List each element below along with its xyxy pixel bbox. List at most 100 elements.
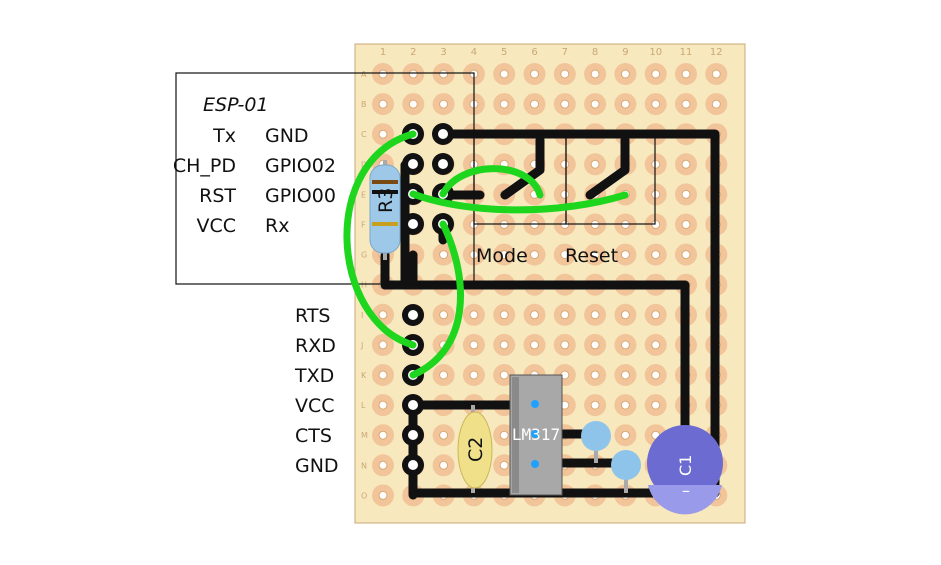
svg-text:C2: C2: [465, 437, 487, 462]
pad-hole: [378, 69, 388, 79]
column-label: 5: [501, 47, 507, 58]
pad-hole: [560, 250, 570, 260]
pad-hole: [651, 370, 661, 380]
pad-hole: [651, 99, 661, 109]
pad-hole: [439, 460, 449, 470]
esp-pin-rx: Rx: [265, 215, 289, 237]
pad-hole: [439, 310, 449, 320]
pad-hole: [378, 460, 388, 470]
regulator-lm317: LM317: [509, 374, 563, 496]
svg-text:–: –: [682, 481, 690, 500]
header-label-rxd: RXD: [295, 335, 336, 357]
column-label: 2: [410, 47, 416, 58]
pad-hole: [620, 310, 630, 320]
capacitor-c2: C2: [457, 405, 493, 493]
row-label: N: [361, 461, 367, 470]
pad-hole: [590, 159, 600, 169]
pad-hole: [711, 69, 721, 79]
pad-hole: [651, 310, 661, 320]
row-label: L: [361, 401, 366, 410]
pad-hole: [651, 340, 661, 350]
jumper-wires: [343, 130, 629, 379]
esp-pin-tx: Tx: [212, 125, 236, 147]
pad-hole: [378, 340, 388, 350]
pad-hole: [439, 99, 449, 109]
pad-hole: [499, 430, 509, 440]
pad-hole: [378, 490, 388, 500]
pad-hole: [651, 400, 661, 410]
row-label: F: [361, 221, 366, 230]
esp-pin-gpio00: GPIO00: [265, 185, 336, 207]
pad-hole: [499, 460, 509, 470]
pad-hole: [439, 250, 449, 260]
pad-hole: [681, 220, 691, 229]
svg-text:LM317: LM317: [512, 425, 560, 444]
pad-hole: [530, 69, 539, 79]
pad-hole: [499, 99, 509, 109]
row-label: O: [361, 491, 367, 500]
row-label: C: [361, 130, 367, 139]
pad-hole: [560, 99, 570, 109]
pad-hole: [590, 69, 600, 79]
row-label: E: [361, 190, 366, 199]
pad-hole: [530, 310, 539, 320]
pad-hole: [681, 250, 691, 260]
pad-hole: [681, 189, 691, 199]
pad-hole: [651, 250, 661, 260]
pad-hole: [378, 400, 388, 410]
row-label: M: [361, 431, 368, 440]
pad-hole: [378, 129, 388, 139]
pad-hole: [469, 340, 479, 350]
header-label-rts: RTS: [295, 305, 331, 327]
pad-hole: [378, 310, 388, 320]
pad-hole: [560, 69, 570, 79]
pad-hole: [590, 370, 600, 380]
pad-hole: [378, 99, 388, 109]
pad-hole: [590, 310, 600, 320]
pad-hole: [530, 340, 539, 350]
esp-pin-vcc: VCC: [196, 215, 236, 237]
svg-text:C1: C1: [676, 455, 695, 476]
pad-hole: [711, 99, 721, 109]
pad-hole: [620, 400, 630, 410]
row-label: K: [361, 371, 367, 380]
header-label-txd: TXD: [294, 365, 334, 387]
pad-hole: [620, 340, 630, 350]
column-label: 6: [531, 47, 537, 58]
pad-hole: [499, 310, 509, 320]
pad-hole: [620, 250, 630, 260]
column-label: 10: [649, 47, 662, 58]
trimmer-1: [581, 421, 611, 463]
esp01-title: ESP-01: [203, 94, 269, 116]
esp-pin-gpio02: GPIO02: [265, 155, 336, 177]
column-label: 4: [471, 47, 477, 58]
pad-hole: [620, 430, 630, 440]
pad-hole: [620, 69, 630, 79]
pad-hole: [408, 99, 418, 109]
column-label: 1: [380, 47, 386, 58]
pad-hole: [560, 159, 570, 169]
pad-hole: [499, 340, 509, 350]
pad-hole: [378, 430, 388, 440]
capacitor-c1: C1 –: [647, 425, 723, 515]
pad-hole: [560, 310, 570, 320]
svg-text:R3: R3: [375, 188, 397, 213]
mode-label: Mode: [476, 245, 528, 267]
pad-hole: [469, 370, 479, 380]
pad-hole: [560, 340, 570, 350]
pad-hole: [499, 250, 509, 260]
row-label: B: [361, 100, 367, 109]
resistor-r3: R3: [369, 160, 401, 260]
header-label-gnd: GND: [295, 455, 339, 477]
reset-button-outline: [565, 133, 656, 225]
column-label: 7: [562, 47, 568, 58]
pad-hole: [530, 99, 539, 109]
row-label: G: [361, 251, 367, 260]
pad-hole: [499, 370, 509, 380]
row-label: A: [361, 70, 367, 79]
header-label-vcc: VCC: [295, 395, 335, 417]
pad-hole: [530, 250, 539, 260]
esp-pin-gnd: GND: [265, 125, 309, 147]
pad-hole: [439, 370, 449, 380]
